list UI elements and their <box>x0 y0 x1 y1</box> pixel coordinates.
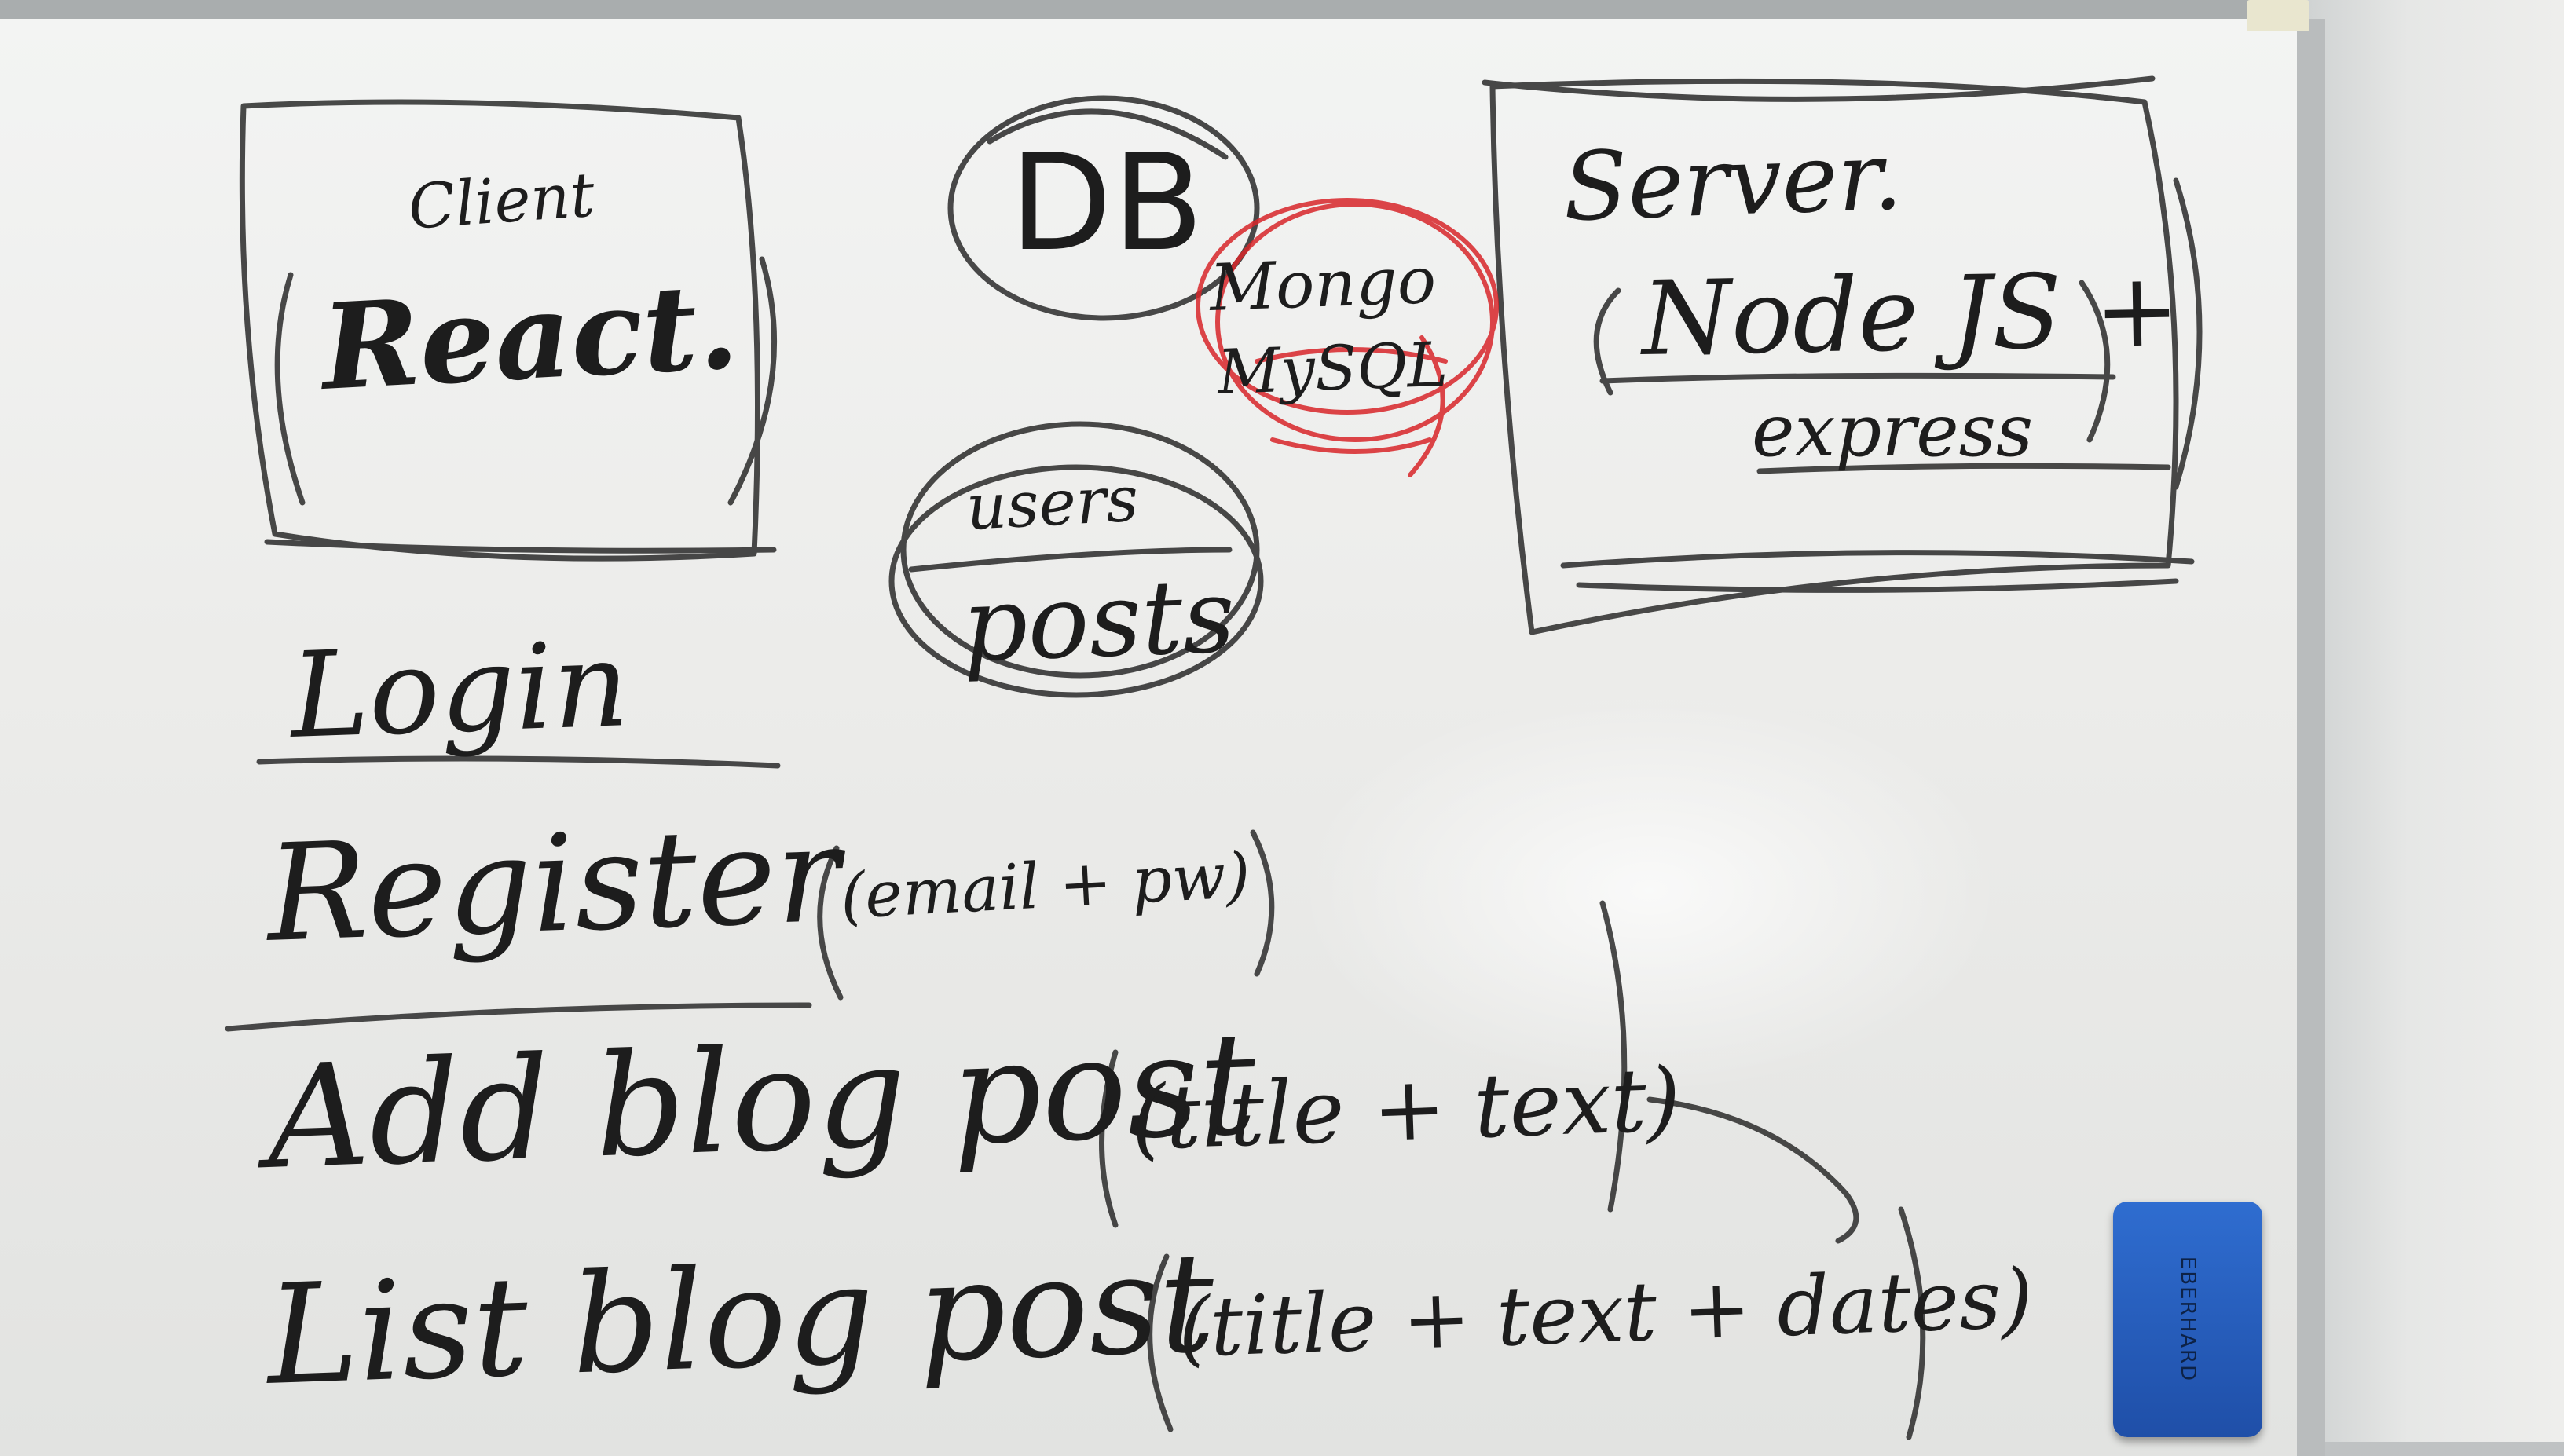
client-box-label-top: Client <box>405 159 597 243</box>
server-box-line-1: Node JS + <box>1640 250 2181 379</box>
db-options-line-2: MySQL <box>1216 329 1449 408</box>
server-box-label-top: Server. <box>1561 121 1904 243</box>
feature-register: Register <box>264 796 843 972</box>
db-options-line-1: Mongo <box>1208 243 1438 326</box>
server-box-line-2: express <box>1752 389 2034 473</box>
db-circle-outline <box>947 95 1260 321</box>
server-box-outline <box>1489 78 2179 635</box>
db-options-highlight <box>1196 198 1499 415</box>
whiteboard <box>0 19 2325 1456</box>
whiteboard-eraser: EBERHARD <box>2113 1202 2262 1437</box>
feature-list-blog-post: List blog post <box>264 1223 1218 1416</box>
eraser-brand-label: EBERHARD <box>2176 1256 2200 1383</box>
feature-login: Login <box>288 616 632 765</box>
board-clip <box>2247 0 2309 31</box>
db-circle-label: DB <box>1009 126 1204 281</box>
client-box-outline <box>239 99 760 562</box>
tables-circle-line-2: posts <box>960 555 1237 685</box>
feature-add-blog-post: Add blog post <box>264 1002 1259 1201</box>
feature-add-blog-post-detail: (title + text) <box>1129 1048 1683 1170</box>
wall-background-right <box>2305 0 2564 1442</box>
client-box-outline-2 <box>264 539 777 554</box>
tables-circle-outline <box>900 421 1260 679</box>
tables-circle-line-1: users <box>964 462 1141 544</box>
light-glare <box>1296 686 2003 1095</box>
client-box-label-main: React. <box>318 257 742 417</box>
